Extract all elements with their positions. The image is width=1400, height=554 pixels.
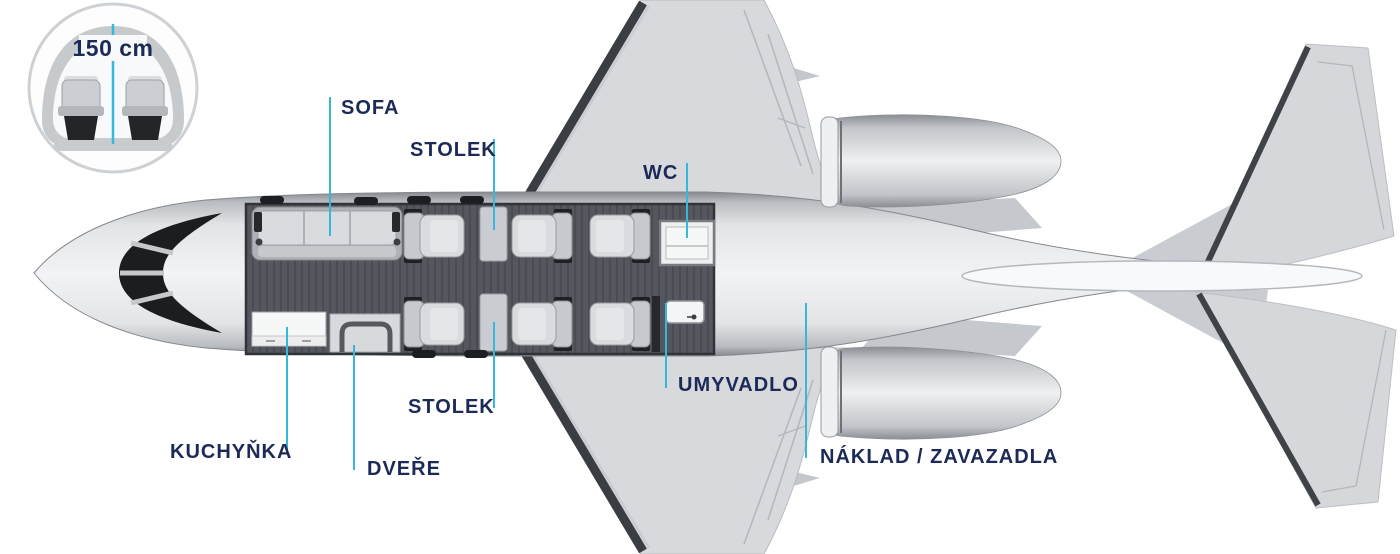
passenger-seat [511,208,573,264]
passenger-seat [589,296,651,352]
engine-lower [820,346,1062,440]
cockpit-windshield [119,213,222,333]
callout-lines [286,97,807,470]
passenger-seat [511,296,573,352]
passenger-seat [403,296,465,352]
entry-door [329,313,401,353]
stabilizer-lower-leading-edge [1196,292,1321,507]
label-cargo: NÁKLAD / ZAVAZADLA [820,445,1058,468]
wing-lower-leading-edge [518,345,647,554]
washbasin [652,296,705,352]
cross-section-inset: 150 cm [27,2,199,174]
inset-label-backdrop [79,35,147,61]
galley [251,311,327,347]
vertical-fin [961,260,1363,292]
stabilizer-upper [1125,43,1395,285]
stabilizer-upper-leading-edge [1196,45,1311,283]
passenger-seat [403,208,465,264]
label-wc: WC [643,162,678,184]
label-table-front: STOLEK [410,139,497,161]
label-door: DVEŘE [367,456,441,480]
cabin [244,202,716,356]
label-sofa: SOFA [341,97,399,119]
wing-upper-leading-edge [518,0,647,209]
passenger-seat [589,208,651,264]
inset-width-value: 150 cm [72,35,153,61]
label-galley: KUCHYŇKA [170,439,292,463]
inset-cabin-floor [54,138,172,151]
label-sink: UMYVADLO [678,374,799,396]
stabilizer-lower [1125,290,1397,509]
wing-upper [517,0,847,209]
sofa [251,206,403,261]
engine-upper [820,114,1062,208]
label-table-rear: STOLEK [408,396,495,418]
